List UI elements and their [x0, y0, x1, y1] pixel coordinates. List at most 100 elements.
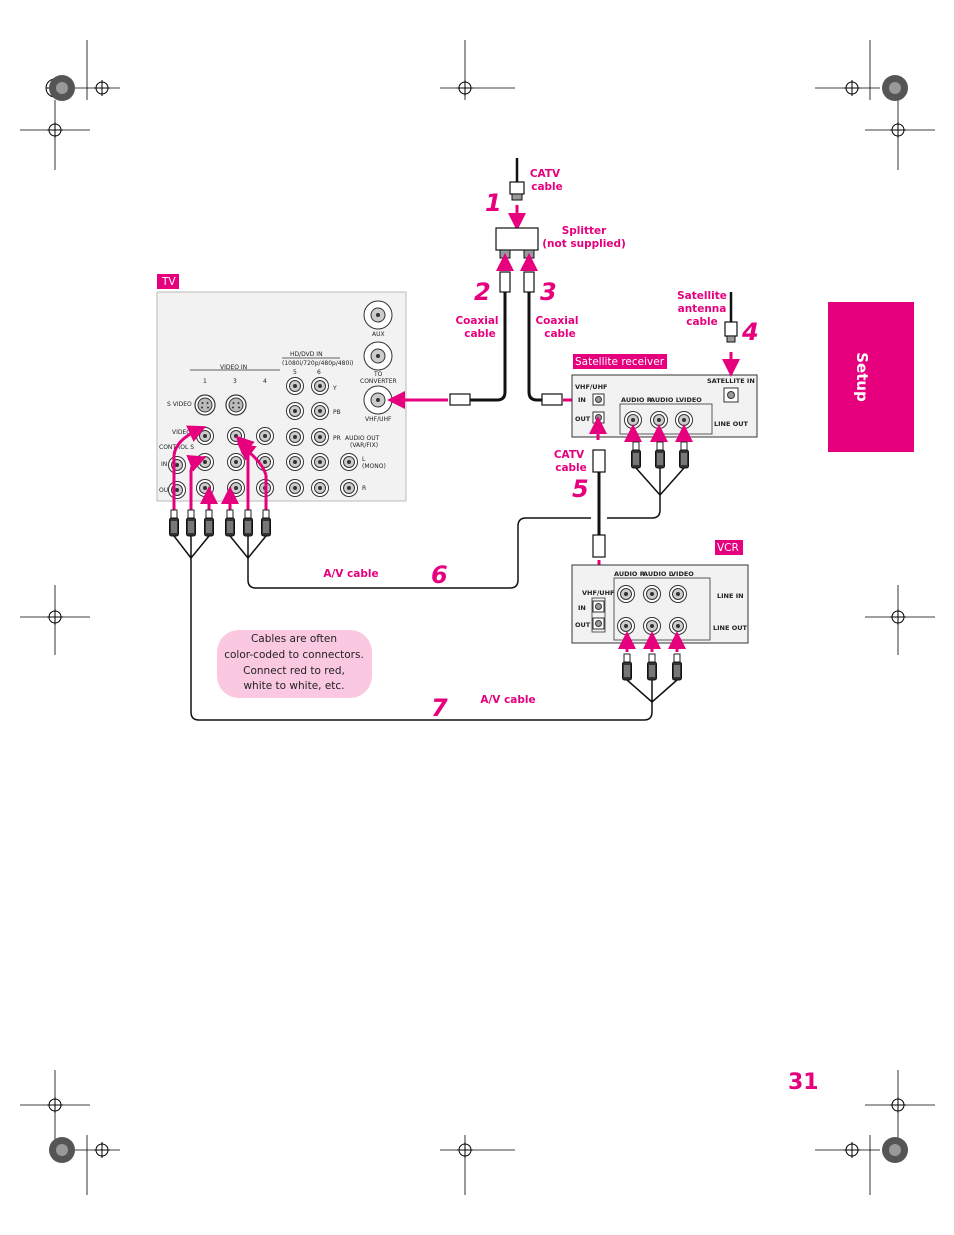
vcr-line-in-video-jack[interactable] [669, 585, 687, 603]
audio-out-r-jack[interactable] [340, 479, 358, 497]
splitter-label-1: Splitter [562, 225, 607, 237]
r-label: R [362, 485, 366, 492]
step-2: 2 [474, 278, 491, 306]
audio-l-jack-3[interactable] [227, 453, 245, 471]
control-in-label: IN [161, 461, 167, 468]
hd-dvd-in-label: HD/DVD IN [290, 351, 323, 358]
audio-r-jack-1[interactable] [196, 479, 214, 497]
catv-top-label-1: CATV [530, 168, 561, 180]
vcr-line-out-video-jack[interactable] [669, 617, 687, 635]
section-tab-label: Setup [853, 352, 871, 402]
to-label: TO [373, 371, 383, 378]
vcr-audio-r-label: AUDIO R [614, 570, 645, 578]
col6-label: 6 [317, 369, 321, 376]
note-line-4: white to white, etc. [243, 680, 344, 692]
av-cable-6 [247, 517, 591, 589]
step-4: 4 [741, 318, 759, 346]
audio-out-label: AUDIO OUT [345, 435, 380, 442]
pr-label: PR [333, 435, 341, 442]
hd-audio-l-jack-6[interactable] [311, 453, 329, 471]
vcr-line-in-label: LINE IN [717, 592, 744, 600]
registration-targets [45, 78, 906, 1158]
audio-r-jack-3[interactable] [227, 479, 245, 497]
vcr-line-out-audio-l-jack[interactable] [643, 617, 661, 635]
catv-plug-upper [592, 449, 606, 473]
hd-y-jack-5[interactable] [286, 377, 304, 395]
coax-cable-to-sat [527, 292, 542, 402]
col3-label: 3 [233, 378, 237, 385]
sat-in-label: IN [578, 396, 586, 404]
vcr-line-out-label: LINE OUT [713, 624, 748, 632]
section-tab [828, 302, 914, 452]
vcr-line-out-audio-r-jack[interactable] [617, 617, 635, 635]
step-7: 7 [431, 694, 448, 722]
starburst-marks [49, 75, 908, 1163]
sat-line-out-cables [607, 424, 693, 519]
av-cable-7-label: A/V cable [480, 694, 535, 706]
audio-out-sub-label: (VAR/FIX) [350, 442, 378, 449]
control-s-in-jack[interactable] [168, 456, 186, 474]
s-video-jack-3[interactable] [225, 394, 247, 416]
audio-l-jack-1[interactable] [196, 453, 214, 471]
l-label: L [362, 456, 366, 463]
catv-mid-label-2: cable [555, 462, 587, 474]
vcr-audio-l-label: AUDIO L [643, 570, 673, 578]
vcr-vhf-uhf-label: VHF/UHF [582, 589, 614, 597]
av-cable-7 [190, 558, 653, 721]
coaxial-right-label-1: Coaxial [535, 315, 578, 327]
mono-label: (MONO) [362, 463, 386, 470]
vcr-line-in-audio-r-jack[interactable] [617, 585, 635, 603]
aux-label: AUX [372, 331, 385, 338]
hd-dvd-sub-label: (1080i/720p/480p/480i) [282, 360, 353, 367]
vcr-tag [715, 540, 743, 555]
sat-antenna-label-2: antenna [678, 303, 727, 315]
hd-audio-l-jack-5[interactable] [286, 453, 304, 471]
tv-av-plugs [169, 425, 271, 559]
hd-pb-jack-6[interactable] [311, 402, 329, 420]
sat-antenna-label-1: Satellite [677, 290, 727, 302]
s-video-jack-1[interactable] [194, 394, 216, 416]
vcr-video-label: VIDEO [671, 570, 694, 578]
hd-pr-jack-6[interactable] [311, 428, 329, 446]
av-cable-6-label: A/V cable [323, 568, 378, 580]
sat-vhf-uhf-label: VHF/UHF [575, 383, 607, 391]
coaxial-left-label-1: Coaxial [455, 315, 498, 327]
hd-audio-r-jack-6[interactable] [311, 479, 329, 497]
control-s-out-jack[interactable] [168, 481, 186, 499]
video-jack-3[interactable] [227, 427, 245, 445]
catv-mid-label-1: CATV [554, 449, 585, 461]
sat-audio-l-jack[interactable] [650, 411, 668, 429]
step-5: 5 [572, 475, 589, 503]
sat-video-jack[interactable] [675, 411, 693, 429]
catv-input [508, 158, 526, 231]
video-jack-1[interactable] [196, 427, 214, 445]
satellite-receiver-tag [573, 354, 667, 369]
sat-antenna-label-3: cable [686, 316, 718, 328]
video-label: VIDEO [172, 429, 191, 436]
video-in-label: VIDEO IN [220, 364, 247, 371]
sat-video-label: VIDEO [679, 396, 702, 404]
page-number: 31 [788, 1070, 819, 1095]
sat-audio-l-label: AUDIO L [650, 396, 680, 404]
video-jack-4[interactable] [256, 427, 274, 445]
col4-label: 4 [263, 378, 267, 385]
step-3: 3 [540, 278, 557, 306]
sat-audio-r-jack[interactable] [624, 411, 642, 429]
vcr-line-in-audio-l-jack[interactable] [643, 585, 661, 603]
note-line-3: Connect red to red, [243, 665, 345, 677]
note-line-2: color-coded to connectors. [224, 649, 364, 661]
sat-line-out-label: LINE OUT [714, 420, 749, 428]
tv-tag [157, 274, 179, 289]
splitter [495, 227, 539, 251]
tv-hd-dvd-in-group: HD/DVD IN (1080i/720p/480p/480i) 5 6 Y P… [282, 351, 353, 497]
hd-pb-jack-5[interactable] [286, 402, 304, 420]
vcr-in-label: IN [578, 604, 586, 612]
tv-right-group: AUX TO CONVERTER VHF/UHF AUDIO OUT (VAR/… [340, 300, 397, 497]
hd-pr-jack-5[interactable] [286, 428, 304, 446]
catv-plug-lower [592, 534, 606, 558]
splitter-label-2: (not supplied) [542, 238, 626, 250]
audio-out-l-jack[interactable] [340, 453, 358, 471]
hd-y-jack-6[interactable] [311, 377, 329, 395]
hd-audio-r-jack-5[interactable] [286, 479, 304, 497]
tv-vhf-uhf-label: VHF/UHF [365, 416, 392, 423]
